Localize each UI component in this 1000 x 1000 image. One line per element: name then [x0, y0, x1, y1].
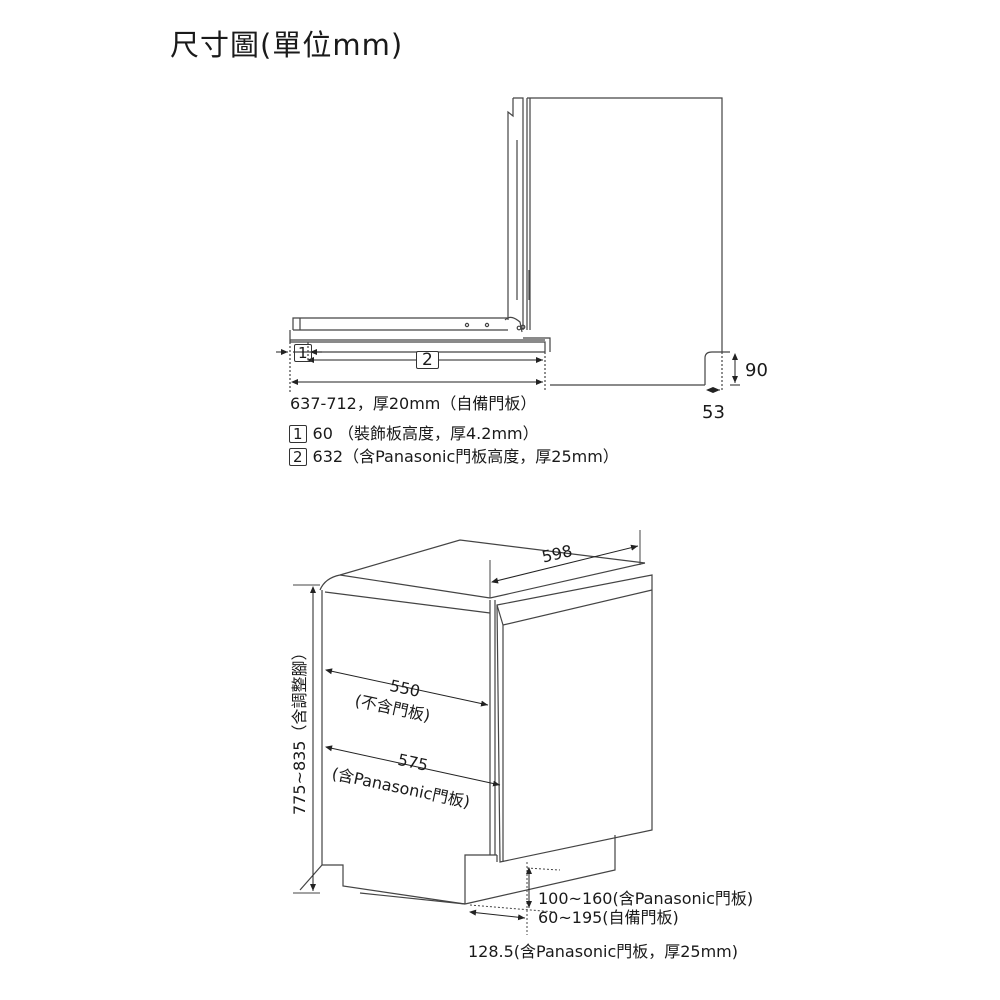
legend-marker-2: 2: [289, 448, 307, 466]
toe-kick-depth-label: 53: [702, 402, 725, 423]
bottom-gap-custom-label: 60~195(自備門板): [538, 908, 679, 927]
marker-2: 2: [416, 349, 445, 370]
legend-text-2: 632（含Panasonic門板高度，厚25mm）: [312, 447, 619, 466]
overall-width-label: 637-712，厚20mm（自備門板）: [290, 394, 537, 413]
height-label: 775~835（含調整腳）: [290, 644, 309, 816]
bottom-gap-panasonic-label: 100~160(含Panasonic門板): [538, 889, 754, 908]
iso-view-drawing: [293, 530, 653, 935]
legend-item-2: 2 632（含Panasonic門板高度，厚25mm）: [289, 443, 619, 467]
door-offset-label: 128.5(含Panasonic門板，厚25mm): [468, 942, 739, 961]
legend-marker-1: 1: [289, 425, 307, 443]
marker-1: 1: [294, 344, 318, 362]
toe-kick-height-label: 90: [745, 360, 768, 381]
page-title: 尺寸圖(單位mm): [170, 28, 404, 62]
side-view-drawing: [289, 97, 730, 392]
legend-text-1: 60 （裝飾板高度，厚4.2mm）: [312, 424, 539, 443]
legend-item-1: 1 60 （裝飾板高度，厚4.2mm）: [289, 420, 539, 444]
